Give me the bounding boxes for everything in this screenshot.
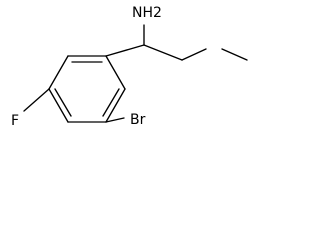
- ring-double-bond-inner-right: [102, 88, 120, 117]
- ring-bond-c2-c3: [105, 88, 126, 123]
- fluorine-label: F: [11, 113, 19, 129]
- bromine-label: Br: [130, 112, 146, 128]
- bond-chiral-carbon-to-ch2: [143, 44, 183, 61]
- bond-ring-to-bromine: [105, 117, 125, 123]
- ring-bond-c4-c5: [48, 88, 69, 123]
- ring-bond-c1-c2: [105, 55, 126, 90]
- ring-double-bond-inner-left: [54, 88, 72, 117]
- amine-label: NH2: [132, 5, 162, 21]
- bond-oxygen-to-methyl: [221, 48, 248, 61]
- bond-ring-to-fluorine: [23, 88, 50, 112]
- bond-ch2-to-oxygen: [181, 48, 207, 61]
- bond-ring-to-chiral-carbon: [105, 44, 145, 57]
- molecule-structure: NH2 F Br: [11, 5, 248, 129]
- ring-bond-c5-c6: [48, 55, 69, 90]
